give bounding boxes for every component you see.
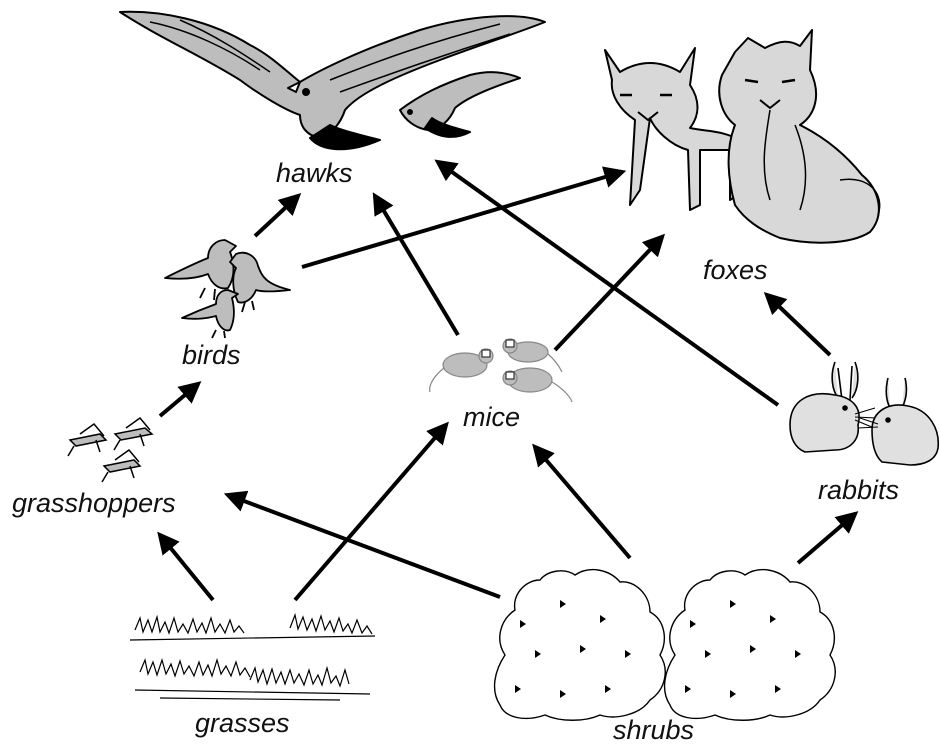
foxes-label: foxes <box>703 257 768 284</box>
grass-icon <box>130 615 375 700</box>
shrubs-label: shrubs <box>613 717 694 744</box>
arrow-birds-to-hawks <box>255 196 298 236</box>
shrub-icon <box>495 570 836 721</box>
hawks-label: hawks <box>276 160 353 187</box>
bird-icon <box>165 240 290 338</box>
arrow-mice-to-foxes <box>555 237 662 350</box>
arrow-shrubs-to-grasshoppers <box>228 495 500 597</box>
grasshopper-icon <box>68 418 152 482</box>
mice-label: mice <box>463 404 520 431</box>
grasses-label: grasses <box>195 710 290 737</box>
arrow-rabbits-to-foxes <box>767 295 830 355</box>
arrow-shrubs-to-mice <box>535 447 630 558</box>
fox-icon <box>605 30 880 243</box>
mouse-icon <box>430 339 572 402</box>
arrow-grasses-to-grasshoppers <box>160 535 213 600</box>
rabbit-icon <box>790 362 938 465</box>
arrow-mice-to-hawks <box>375 196 458 335</box>
hawk-icon <box>120 12 545 150</box>
birds-label: birds <box>182 342 241 369</box>
arrow-grasses-to-mice <box>295 425 446 600</box>
arrow-shrubs-to-rabbits <box>798 514 855 563</box>
arrow-grasshoppers-to-birds <box>160 384 198 416</box>
rabbits-label: rabbits <box>818 477 899 504</box>
grasshoppers-label: grasshoppers <box>12 490 176 517</box>
